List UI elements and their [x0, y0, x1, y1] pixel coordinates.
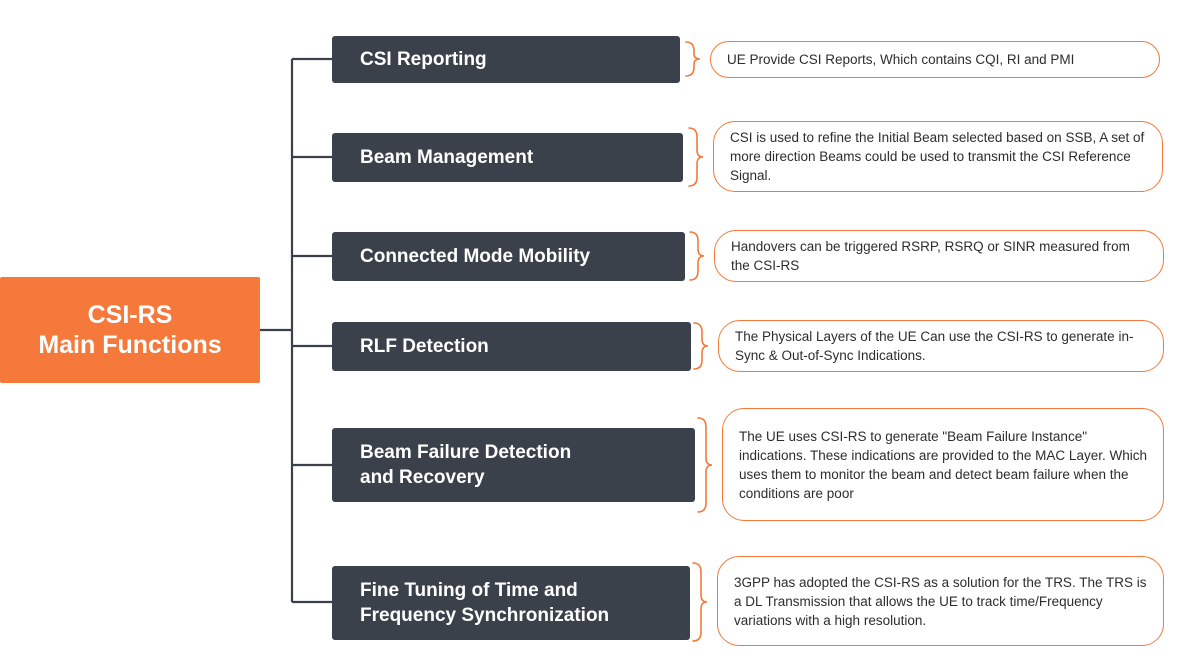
description-node-connected-mode-mobility: Handovers can be triggered RSRP, RSRQ or…	[714, 230, 1164, 282]
function-node-fine-tuning-time-frequency-sync: Fine Tuning of Time and Frequency Synchr…	[332, 566, 690, 640]
function-node-beam-management: Beam Management	[332, 133, 683, 182]
description-text: The Physical Layers of the UE Can use th…	[735, 329, 1134, 363]
function-node-title-line2: Frequency Synchronization	[360, 605, 610, 626]
description-node-beam-management: CSI is used to refine the Initial Beam s…	[713, 121, 1163, 192]
function-node-connected-mode-mobility: Connected Mode Mobility	[332, 232, 685, 281]
root-title-line1: CSI-RS	[87, 301, 173, 329]
root-node: CSI-RS Main Functions	[0, 277, 260, 383]
root-title-line2: Main Functions	[38, 331, 222, 359]
description-text: The UE uses CSI-RS to generate "Beam Fai…	[739, 428, 1147, 501]
description-text: 3GPP has adopted the CSI-RS as a solutio…	[734, 574, 1147, 628]
function-node-title: CSI Reporting	[360, 49, 487, 70]
description-text: Handovers can be triggered RSRP, RSRQ or…	[731, 239, 1130, 273]
function-node-title: Beam Failure Detection	[360, 442, 572, 463]
description-node-csi-reporting: UE Provide CSI Reports, Which contains C…	[710, 41, 1160, 78]
function-node-beam-failure-detection-and-recovery: Beam Failure Detection and Recovery	[332, 428, 695, 502]
description-node-rlf-detection: The Physical Layers of the UE Can use th…	[718, 320, 1164, 372]
function-node-title-line2: and Recovery	[360, 467, 485, 488]
function-node-title: Fine Tuning of Time and	[360, 580, 578, 601]
description-text: CSI is used to refine the Initial Beam s…	[730, 130, 1145, 183]
function-node-rlf-detection: RLF Detection	[332, 322, 691, 371]
function-node-title: Connected Mode Mobility	[360, 246, 591, 267]
function-node-title: RLF Detection	[360, 336, 489, 357]
description-node-fine-tuning-time-frequency-sync: 3GPP has adopted the CSI-RS as a solutio…	[717, 556, 1164, 646]
function-node-csi-reporting: CSI Reporting	[332, 36, 680, 83]
description-node-beam-failure-detection-and-recovery: The UE uses CSI-RS to generate "Beam Fai…	[722, 408, 1164, 521]
description-text: UE Provide CSI Reports, Which contains C…	[727, 52, 1075, 67]
function-node-title: Beam Management	[360, 147, 534, 168]
